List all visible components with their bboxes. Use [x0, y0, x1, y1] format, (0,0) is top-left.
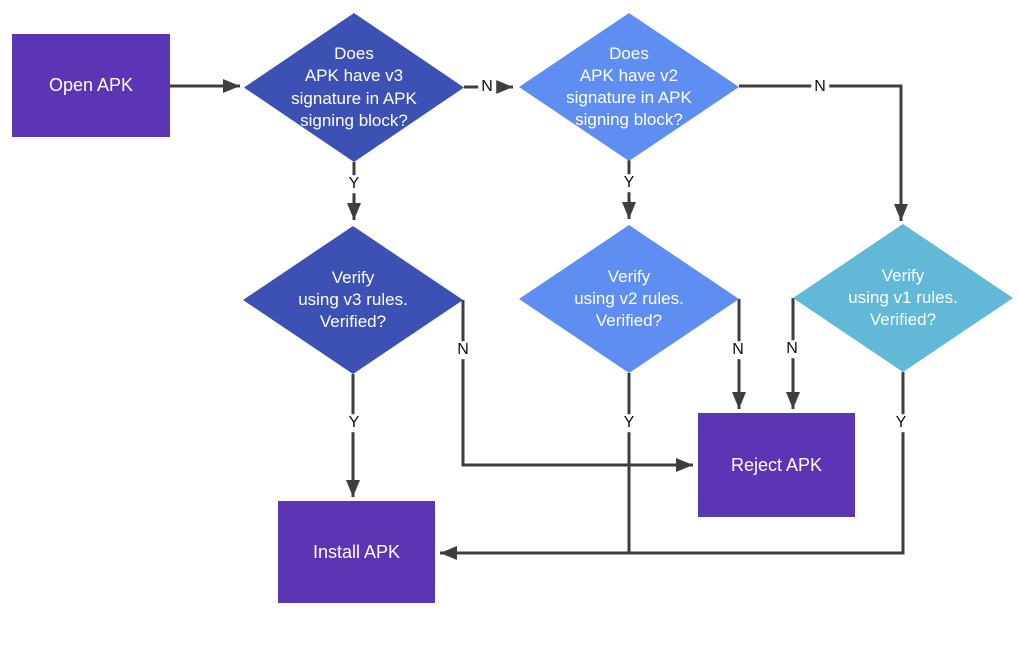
edge-label-qv3-yes: Y — [345, 175, 363, 193]
edge-label-verifyv2-yes: Y — [620, 414, 638, 432]
edge-label-verifyv1-yes: Y — [892, 414, 910, 432]
edge-qv2-no — [739, 84, 908, 221]
node-decision-verify-v2-label: Verify using v2 rules. Verified? — [574, 266, 684, 331]
edge-label-qv2-yes: Y — [620, 174, 638, 192]
edge-label-verifyv1-no: N — [783, 340, 801, 358]
edge-label-qv3-no: N — [478, 78, 496, 96]
edge-verifyv1-yes — [440, 372, 905, 560]
edge-label-verifyv2-no: N — [729, 341, 747, 359]
edge-label-verifyv3-yes: Y — [345, 414, 363, 432]
node-install-apk: Install APK — [278, 501, 435, 603]
node-install-apk-label: Install APK — [312, 541, 401, 562]
node-open-apk: Open APK — [12, 34, 170, 137]
node-reject-apk-label: Reject APK — [730, 454, 823, 475]
node-decision-verify-v1-label: Verify using v1 rules. Verified? — [848, 265, 958, 330]
node-decision-v3-signature-label: Does APK have v3 signature in APK signin… — [291, 44, 417, 130]
node-decision-verify-v3-label: Verify using v3 rules. Verified? — [298, 267, 408, 332]
edge-label-qv2-no: N — [811, 78, 829, 96]
node-open-apk-label: Open APK — [48, 75, 134, 95]
node-decision-v2-signature-label: Does APK have v2 signature in APK signin… — [566, 43, 692, 130]
edge-label-verifyv3-no: N — [454, 341, 472, 359]
node-reject-apk: Reject APK — [698, 413, 855, 517]
